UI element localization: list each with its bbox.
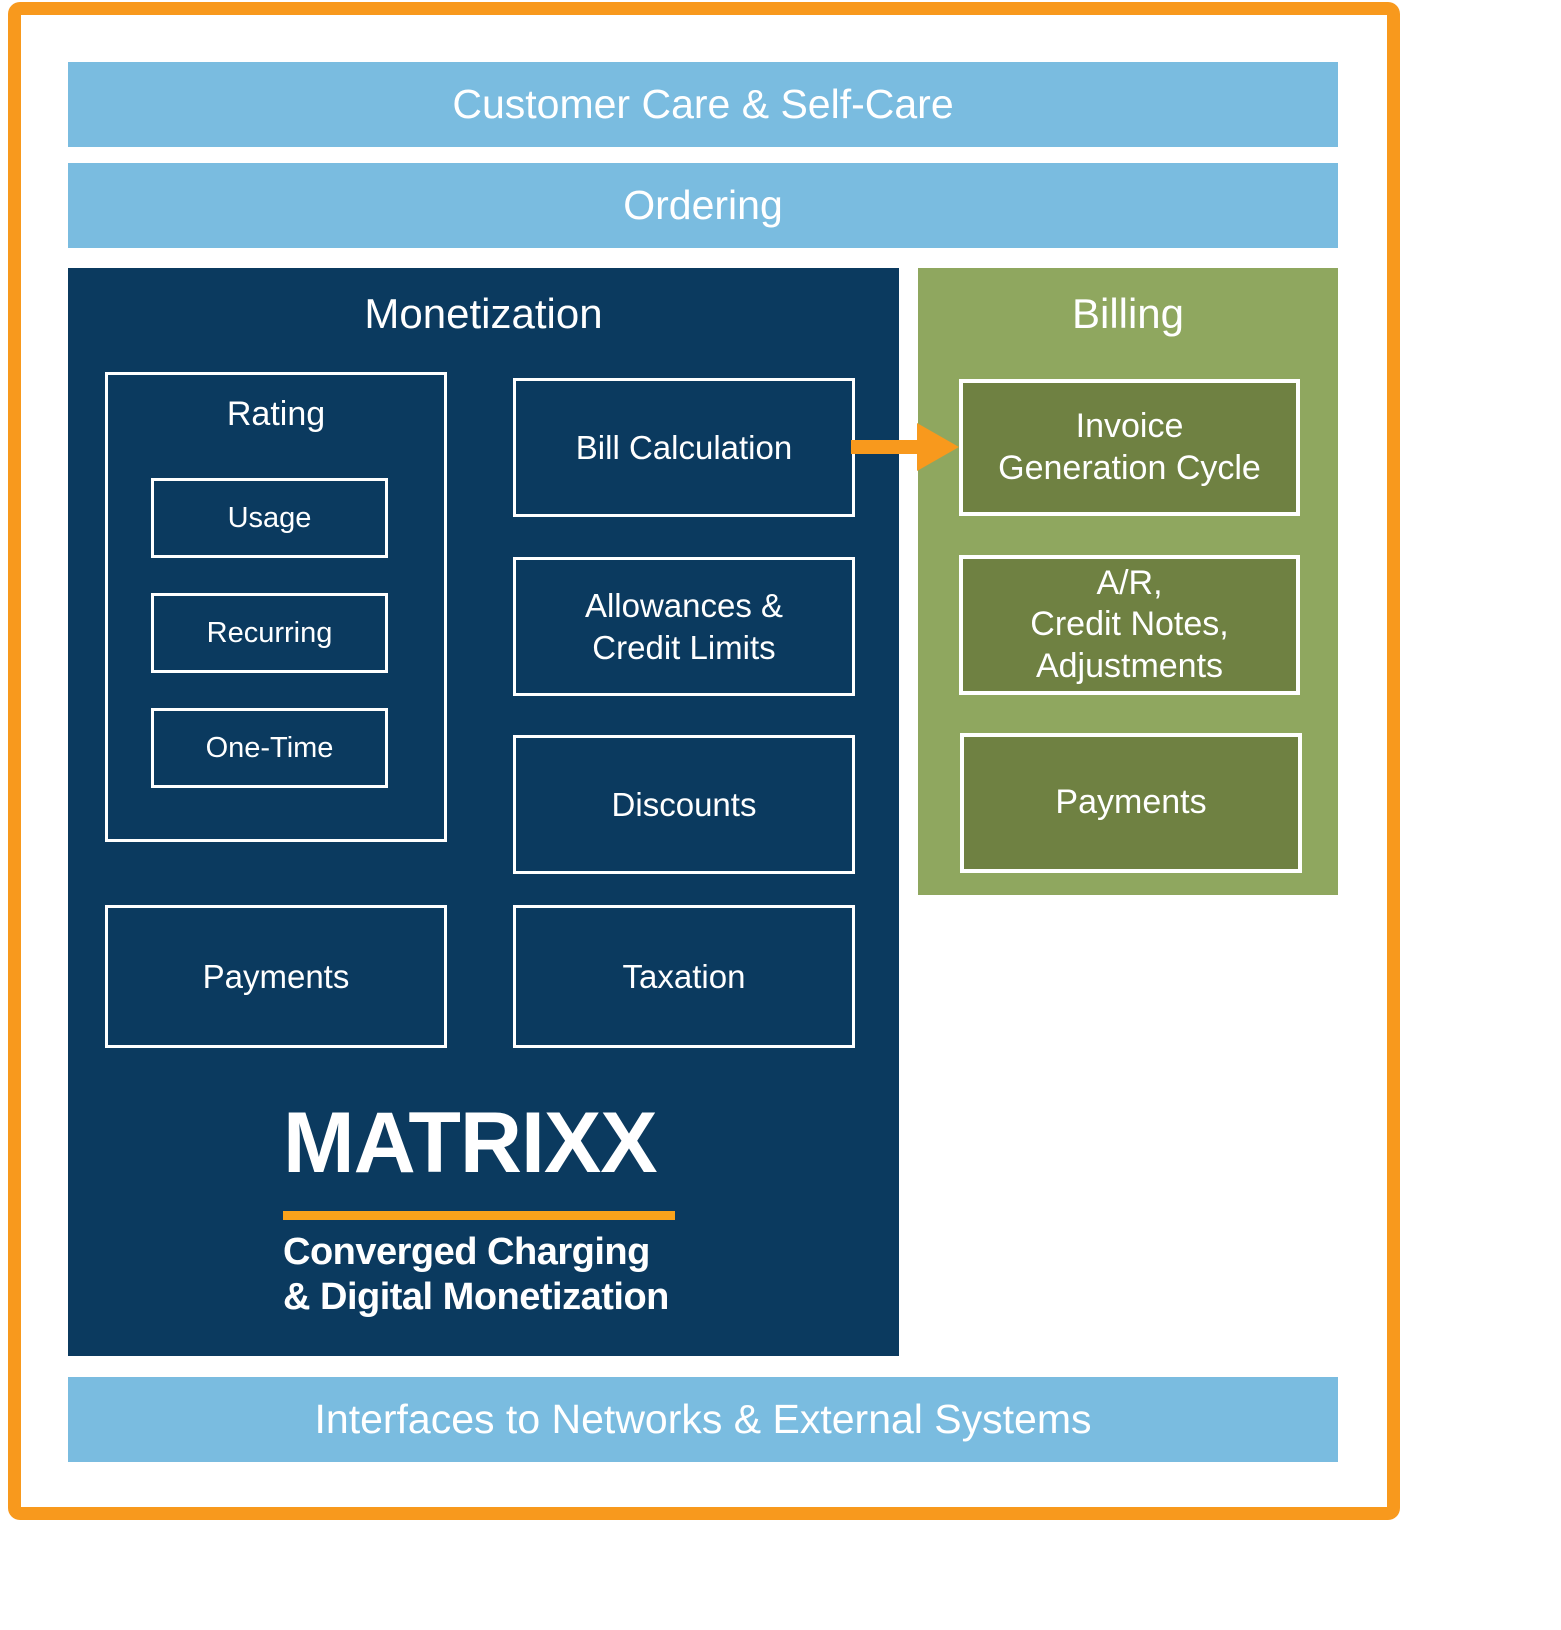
recurring-box: Recurring: [151, 593, 388, 673]
monetization-title: Monetization: [364, 290, 603, 337]
billing-panel: Billing Invoice Generation Cycle A/R, Cr…: [918, 268, 1338, 895]
invoice-line-2: Generation Cycle: [998, 448, 1261, 487]
ar-line-2: Credit Notes,: [1030, 605, 1229, 644]
bill-calculation-label: Bill Calculation: [575, 428, 793, 466]
one-time-box: One-Time: [151, 708, 388, 788]
billing-payments-label: Payments: [1055, 783, 1207, 822]
interfaces-label: Interfaces to Networks & External System…: [314, 1396, 1092, 1442]
recurring-label: Recurring: [206, 616, 333, 649]
matrixx-logo: MATRIXX Converged Charging & Digital Mon…: [283, 1100, 675, 1320]
bill-calculation-box: Bill Calculation: [513, 378, 855, 517]
discounts-label: Discounts: [611, 785, 757, 823]
taxation-label: Taxation: [622, 957, 746, 995]
monetization-panel: Monetization Rating Usage Recurring One-…: [68, 268, 899, 1356]
matrixx-logo-underline: [283, 1211, 675, 1220]
billing-payments-box: Payments: [960, 733, 1302, 873]
monetization-payments-box: Payments: [105, 905, 447, 1048]
allowances-lines: Allowances & Credit Limits: [585, 585, 783, 668]
usage-label: Usage: [227, 501, 312, 534]
allowances-credit-limits-box: Allowances & Credit Limits: [513, 557, 855, 696]
taxation-box: Taxation: [513, 905, 855, 1048]
invoice-generation-cycle-box: Invoice Generation Cycle: [959, 379, 1300, 516]
rating-group-box: Rating Usage Recurring One-Time: [105, 372, 447, 842]
matrixx-tagline: Converged Charging & Digital Monetizatio…: [283, 1230, 675, 1320]
customer-care-label: Customer Care & Self-Care: [452, 81, 954, 127]
invoice-line-1: Invoice: [1075, 407, 1184, 446]
ar-line-3: Adjustments: [1035, 646, 1224, 685]
matrixx-wordmark: MATRIXX: [283, 1095, 658, 1191]
ar-credit-notes-adjustments-box: A/R, Credit Notes, Adjustments: [959, 555, 1300, 695]
usage-box: Usage: [151, 478, 388, 558]
allowances-line-2: Credit Limits: [592, 628, 776, 666]
orange-border-frame: [8, 2, 1400, 1520]
matrixx-tagline-line-1: Converged Charging: [283, 1231, 650, 1273]
allowances-line-1: Allowances &: [584, 587, 784, 625]
discounts-box: Discounts: [513, 735, 855, 874]
flow-arrow-icon: [851, 423, 959, 471]
interfaces-bar: Interfaces to Networks & External System…: [68, 1377, 1338, 1462]
ar-line-1: A/R,: [1096, 563, 1163, 602]
customer-care-bar: Customer Care & Self-Care: [68, 62, 1338, 147]
monetization-payments-label: Payments: [202, 957, 350, 995]
one-time-label: One-Time: [205, 731, 334, 764]
billing-title: Billing: [1071, 290, 1185, 337]
rating-label: Rating: [226, 395, 326, 433]
ordering-label: Ordering: [623, 182, 783, 228]
ordering-bar: Ordering: [68, 163, 1338, 248]
matrixx-tagline-line-2: & Digital Monetization: [283, 1276, 669, 1318]
